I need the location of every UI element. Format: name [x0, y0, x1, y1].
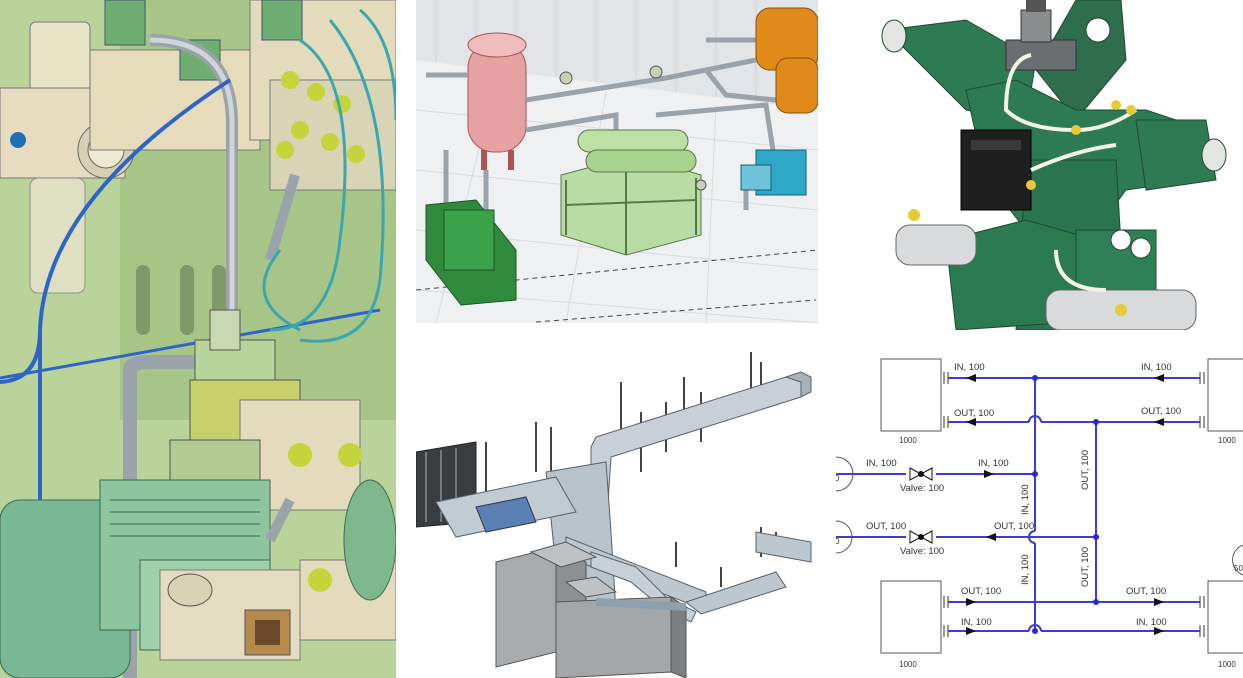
flow-schematic-panel: IN, 100 IN, 100 OUT, 100 OUT, 100 IN, 10…	[836, 345, 1243, 678]
label-out-mid-left: OUT, 100	[866, 521, 906, 532]
label-in-low-right: IN, 100	[1136, 617, 1167, 628]
label-in-top-left: IN, 100	[954, 362, 985, 373]
valve-bottom	[909, 530, 933, 544]
pneumatic-assembly-panel	[0, 0, 396, 678]
label-side-left-lower: 500	[836, 537, 840, 546]
label-valve-top: Valve: 100	[900, 483, 944, 494]
label-in-top-right: IN, 100	[1141, 362, 1172, 373]
label-vertical-in-upper: IN, 100	[1020, 484, 1031, 515]
label-side-right: 500	[1234, 564, 1243, 573]
pneumatic-assembly-illustration	[0, 0, 396, 678]
box-top-right	[1207, 358, 1243, 432]
label-box-bottom-left: 1000	[899, 660, 917, 669]
label-in-mid-center: IN, 100	[978, 458, 1009, 469]
label-box-bottom-right: 1000	[1218, 660, 1236, 669]
ductwork-panel	[416, 352, 818, 678]
valve-top	[909, 467, 933, 481]
label-in-low-left: IN, 100	[961, 617, 992, 628]
label-out-mid-center: OUT, 100	[994, 521, 1034, 532]
label-out-low-right: OUT, 100	[1126, 586, 1166, 597]
bracket-assembly-illustration	[876, 0, 1243, 330]
piping-plant-illustration	[416, 0, 818, 323]
box-bottom-left	[880, 580, 942, 654]
label-vertical-out-lower: OUT, 100	[1080, 547, 1091, 587]
label-vertical-in-lower: IN, 100	[1020, 554, 1031, 585]
flow-schematic: IN, 100 IN, 100 OUT, 100 OUT, 100 IN, 10…	[836, 345, 1243, 678]
label-out-top-right: OUT, 100	[1141, 406, 1181, 417]
label-out-top-left: OUT, 100	[954, 408, 994, 419]
bracket-assembly-panel	[876, 0, 1243, 330]
label-box-top-left: 1000	[899, 436, 917, 445]
box-bottom-right	[1207, 580, 1243, 654]
ductwork-illustration	[416, 352, 818, 678]
box-top-left	[880, 358, 942, 432]
piping-plant-panel	[416, 0, 818, 323]
label-out-low-left: OUT, 100	[961, 586, 1001, 597]
label-valve-bottom: Valve: 100	[900, 546, 944, 557]
label-box-top-right: 1000	[1218, 436, 1236, 445]
label-vertical-out-upper: OUT, 100	[1080, 450, 1091, 490]
label-in-mid-left: IN, 100	[866, 458, 897, 469]
label-side-left-upper: 500	[836, 474, 840, 483]
